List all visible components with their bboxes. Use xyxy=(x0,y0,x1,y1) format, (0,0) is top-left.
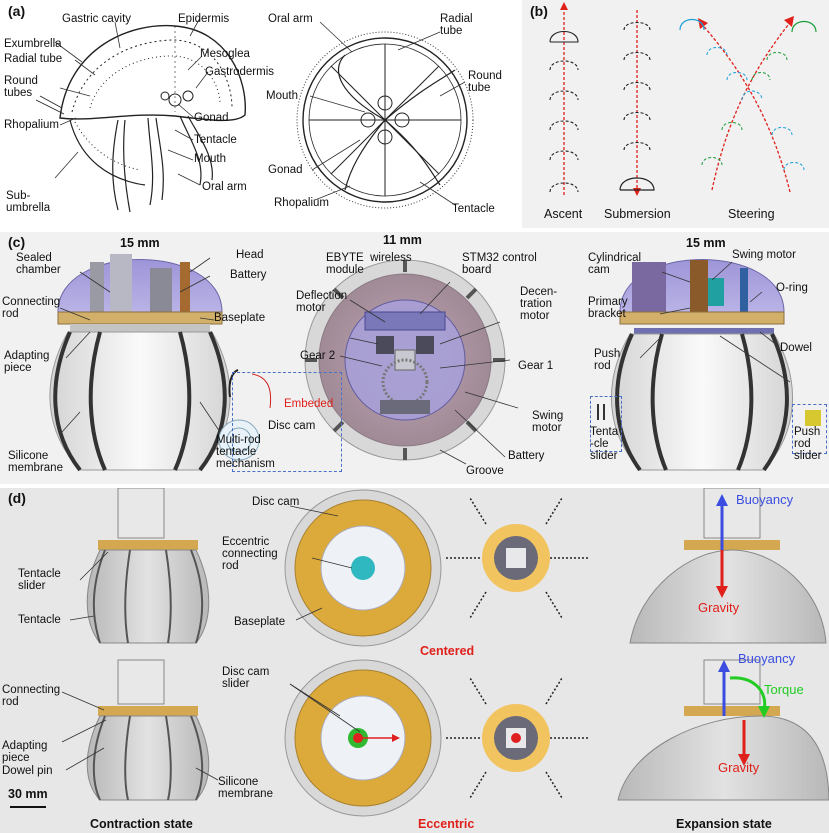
label-adapting-piece: Adapting piece xyxy=(4,350,50,374)
label-ebyte: EBYTE wireless module xyxy=(326,252,412,276)
label-eccentric: Eccentric xyxy=(418,817,475,831)
label-groove: Groove xyxy=(466,465,504,477)
label-primary-bracket: Primary bracket xyxy=(588,296,628,320)
label-epidermis: Epidermis xyxy=(178,13,230,25)
label-push-rod: Push rod xyxy=(594,348,621,372)
label-expansion-state: Expansion state xyxy=(676,817,772,831)
label-disc-cam-slider: Disc cam slider xyxy=(222,666,270,690)
label-silicone-membrane: Silicone membrane xyxy=(8,450,63,474)
label-battery: Battery xyxy=(230,269,267,281)
label-r-radial-tube: Radial tube xyxy=(440,13,473,37)
panel-a-tag: (a) xyxy=(8,3,26,19)
robot-structure-drawing xyxy=(49,254,821,472)
label-gravity-bot: Gravity xyxy=(718,760,760,775)
panel-c-tag: (c) xyxy=(8,234,26,250)
label-radial-tube: Radial tube xyxy=(4,53,63,65)
label-gravity-top: Gravity xyxy=(698,600,740,615)
label-mesoglea: Mesoglea xyxy=(200,48,250,60)
label-gonad: Gonad xyxy=(194,112,229,124)
label-baseplate: Baseplate xyxy=(214,312,266,324)
label-battery-mid: Battery xyxy=(508,450,545,462)
label-centered: Centered xyxy=(420,644,475,658)
label-scale-30mm: 30 mm xyxy=(8,787,48,801)
operating-states-drawing xyxy=(10,488,829,817)
scale-left: 15 mm xyxy=(120,236,160,250)
label-sealed-chamber: Sealed chamber xyxy=(16,252,61,276)
label-tentacle: Tentacle xyxy=(194,134,237,146)
panel-d-tag: (d) xyxy=(8,490,26,506)
label-adapting-piece-d: Adapting piece xyxy=(2,740,48,764)
label-disc-cam: Disc cam xyxy=(268,420,316,432)
label-contraction-state: Contraction state xyxy=(90,817,193,831)
label-ascent: Ascent xyxy=(544,207,583,221)
label-swing-motor-mid: Swing motor xyxy=(532,410,564,434)
label-gear2: Gear 2 xyxy=(300,350,336,362)
label-cylindrical-cam: Cylindrical cam xyxy=(588,252,642,276)
label-eccentric-rod: Eccentric connecting rod xyxy=(222,536,278,572)
label-steering: Steering xyxy=(728,207,775,221)
panel-d: (d) Disc cam Eccentric connecting rod Te… xyxy=(0,488,829,833)
label-dowel: Dowel xyxy=(780,342,812,354)
panel-b: (b) Ascent Submersion Steering xyxy=(522,0,829,228)
scale-mid: 11 mm xyxy=(383,233,422,247)
label-torque: Torque xyxy=(764,682,804,697)
jellyfish-anatomy-drawing xyxy=(35,17,474,213)
label-gastric-cavity: Gastric cavity xyxy=(62,13,132,25)
label-connecting-rod-d: Connecting rod xyxy=(2,684,61,708)
label-baseplate-d: Baseplate xyxy=(234,616,286,628)
panel-c: (c) 15 mm 11 mm 15 mm Sealed chamber Hea… xyxy=(0,232,829,484)
label-exumbrella: Exumbrella xyxy=(4,38,62,50)
label-submersion: Submersion xyxy=(604,207,671,221)
label-rhopalium: Rhopalium xyxy=(4,119,59,131)
label-tentacle-d: Tentacle xyxy=(18,614,61,626)
label-r-round-tube: Round tube xyxy=(468,70,502,94)
panel-a: (a) Gastric cavity Epidermis Exumbrella … xyxy=(0,0,518,228)
tentacle-slider-inset-box xyxy=(590,396,622,452)
label-r-rhopalium: Rhopalium xyxy=(274,197,329,209)
label-round-tubes: Round tubes xyxy=(4,75,38,99)
label-oral-arm: Oral arm xyxy=(202,181,247,193)
push-rod-slider-inset-box xyxy=(792,404,827,454)
label-sub-umbrella: Sub- umbrella xyxy=(6,190,51,214)
multi-rod-inset-box xyxy=(232,372,342,472)
label-deflection-motor: Deflection motor xyxy=(296,290,348,314)
label-r-oral-arm: Oral arm xyxy=(268,13,313,25)
label-r-mouth: Mouth xyxy=(266,90,298,102)
label-gastrodermis: Gastrodermis xyxy=(205,66,275,78)
label-disc-cam-d: Disc cam xyxy=(252,496,300,508)
label-buoyancy-top: Buoyancy xyxy=(736,492,794,507)
label-mouth: Mouth xyxy=(194,153,226,165)
label-gear1: Gear 1 xyxy=(518,360,554,372)
label-tentacle-slider-d: Tentacle slider xyxy=(18,568,61,592)
label-multi-rod: Multi-rod tentacle mechanism xyxy=(216,434,275,470)
scale-right: 15 mm xyxy=(686,236,726,250)
label-dowel-pin: Dowel pin xyxy=(2,765,53,777)
label-decentration-motor: Decen- tration motor xyxy=(520,286,558,322)
motion-modes-drawing xyxy=(549,2,817,196)
label-embeded: Embeded xyxy=(284,398,334,410)
label-connecting-rod: Connecting rod xyxy=(2,296,61,320)
label-buoyancy-bot: Buoyancy xyxy=(738,651,796,666)
label-tentacle-slider: Tenta -cle slider xyxy=(590,426,619,462)
panel-b-tag: (b) xyxy=(530,3,548,19)
label-stm32: STM32 control board xyxy=(462,252,537,276)
label-head: Head xyxy=(236,249,264,261)
label-swing-motor: Swing motor xyxy=(732,249,796,261)
label-r-gonad: Gonad xyxy=(268,164,303,176)
label-push-rod-slider: Push rod slider xyxy=(794,426,822,462)
label-silicone-membrane-d: Silicone membrane xyxy=(218,776,273,800)
label-r-tentacle: Tentacle xyxy=(452,203,495,215)
label-o-ring: O-ring xyxy=(776,282,808,294)
